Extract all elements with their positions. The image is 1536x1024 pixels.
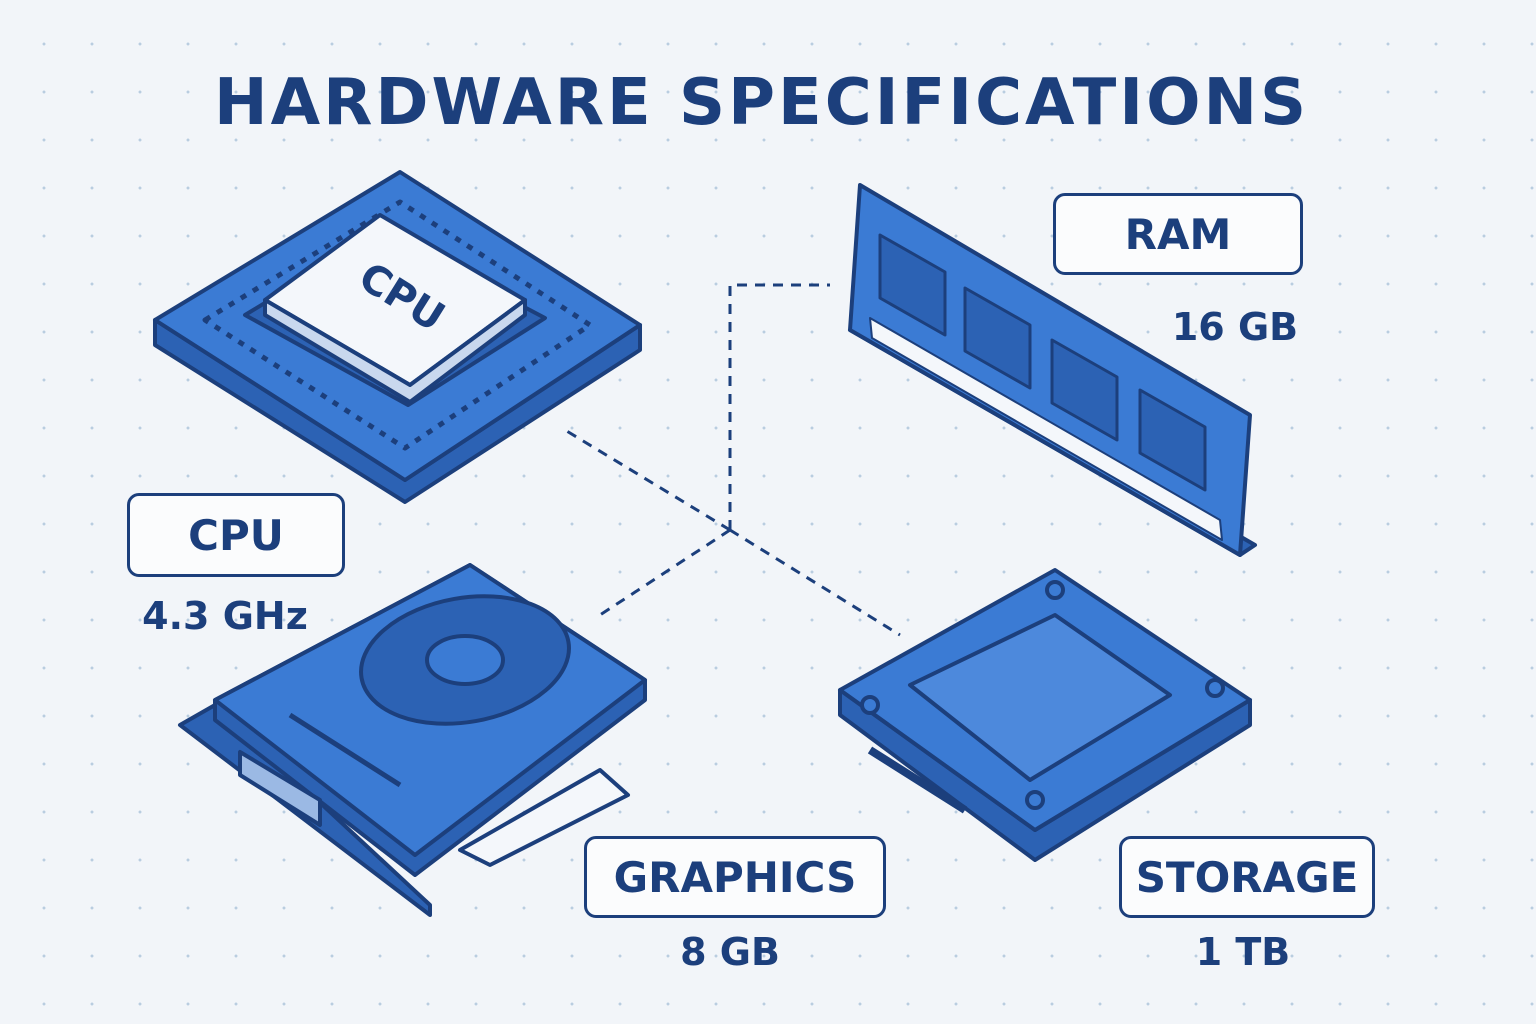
storage-label: STORAGE [1119, 836, 1375, 918]
page-title: HARDWARE SPECIFICATIONS [214, 66, 1310, 140]
connector-cpu [564, 428, 731, 532]
ram-icon [848, 183, 1257, 557]
storage-value: 1 TB [1195, 930, 1291, 974]
ram-label: RAM [1053, 193, 1303, 275]
graphics-label: GRAPHICS [584, 836, 886, 918]
connector-storage [729, 528, 901, 637]
graphics-value: 8 GB [680, 930, 780, 974]
ram-value: 16 GB [1171, 305, 1299, 349]
graphics-card-icon [178, 563, 647, 917]
cpu-icon [153, 170, 642, 504]
cpu-value: 4.3 GHz [142, 594, 308, 638]
connector-ram [728, 283, 830, 530]
connector-lines [564, 283, 901, 637]
connector-gpu [599, 528, 731, 617]
cpu-label: CPU [127, 493, 345, 577]
storage-drive-icon [838, 568, 1252, 862]
